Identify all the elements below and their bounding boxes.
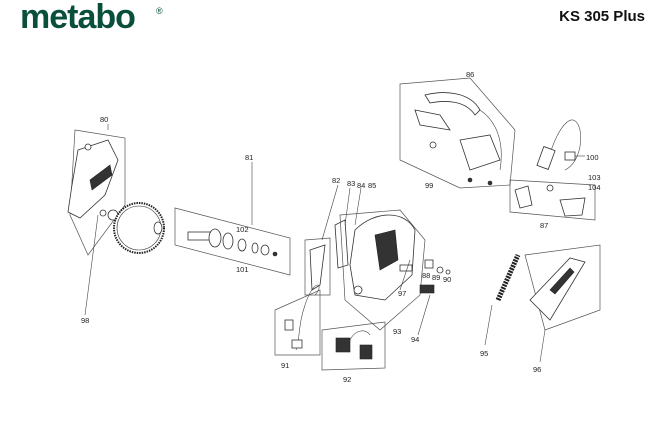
part-95-belt — [484, 253, 521, 346]
callout-85: 85 — [368, 181, 376, 190]
callout-91: 91 — [281, 361, 289, 370]
group-81-arbor — [174, 162, 291, 276]
group-100-power-cable — [536, 119, 585, 171]
callout-104: 104 — [588, 183, 601, 192]
callout-93: 93 — [393, 327, 401, 336]
callout-97: 97 — [398, 289, 406, 298]
group-91-wiring — [274, 284, 321, 356]
model-title: KS 305 Plus — [559, 8, 645, 25]
callout-102: 102 — [236, 225, 249, 234]
metabo-logo: metabo ® — [10, 0, 163, 40]
callout-81: 81 — [245, 153, 253, 162]
callout-80: 80 — [100, 115, 108, 124]
brand-name: metabo — [20, 0, 136, 36]
callout-89: 89 — [432, 273, 440, 282]
callout-103: 103 — [588, 173, 601, 182]
group-80-blade-guard — [67, 129, 126, 316]
group-87-switch-parts — [509, 179, 596, 221]
callout-82: 82 — [332, 176, 340, 185]
callout-88: 88 — [422, 271, 430, 280]
callout-84: 84 — [357, 181, 365, 190]
callout-92: 92 — [343, 375, 351, 384]
callout-98: 98 — [81, 316, 89, 325]
callout-99: 99 — [425, 181, 433, 190]
callout-86: 86 — [466, 70, 474, 79]
registered-mark-icon: ® — [156, 6, 163, 16]
callout-90: 90 — [443, 275, 451, 284]
group-86-handle — [399, 77, 516, 189]
callout-100: 100 — [586, 153, 599, 162]
group-88-90-94-parts — [417, 259, 451, 336]
group-96-base-plate — [524, 244, 601, 363]
callout-94: 94 — [411, 335, 419, 344]
group-93-motor-housing — [339, 209, 426, 331]
callout-96: 96 — [533, 365, 541, 374]
callout-101: 101 — [236, 265, 249, 274]
callout-87: 87 — [540, 221, 548, 230]
group-92-electronics — [321, 321, 386, 371]
callout-95: 95 — [480, 349, 488, 358]
saw-blade — [113, 202, 165, 254]
callout-83: 83 — [347, 179, 355, 188]
